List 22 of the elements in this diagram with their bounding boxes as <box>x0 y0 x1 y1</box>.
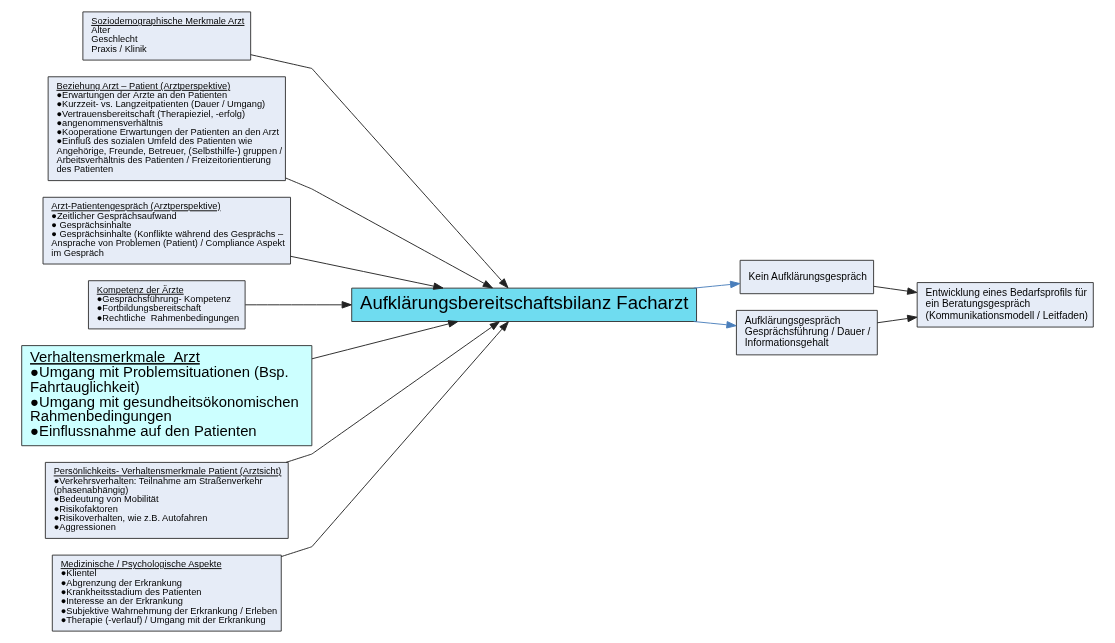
node-box: Aufklärungsbereitschaftsbilanz Facharzt <box>351 287 697 322</box>
node-box: Persönlichkeits- Verhaltensmerkmale Patient (Arztsicht) ●Verkehrsverhalten: Teilnahme am Straßenverkehr (phasenabhängig) ●Bedeutung von Mobilität ●Risikofaktoren ●Risikoverhalten, wie z.B. Autofahren ●Aggressionen <box>44 461 289 539</box>
arrow <box>693 321 737 329</box>
arrow <box>873 285 918 295</box>
arrow <box>311 320 459 360</box>
arrow <box>290 255 444 290</box>
arrow <box>285 321 500 463</box>
node-box: Kein Aufklärungsgespräch <box>739 259 875 295</box>
node-box: Soziodemographische Merkmale Arzt Alter Geschlecht Praxis / Klinik <box>82 11 252 61</box>
arrow <box>693 280 741 289</box>
node-box: Entwicklung eines Bedarfsprofils für ein Beratungsgespräch (Kommunikationsmodell / Leitfaden) <box>916 282 1094 328</box>
arrow <box>876 314 918 324</box>
node-box: Aufklärungsgespräch Gesprächsführung / Dauer / Informationsgehalt <box>735 309 878 356</box>
node-box: Verhaltensmerkmale Arzt ●Umgang mit Problemsituationen (Bsp. Fahrtauglichkeit) ●Umgang mit gesundheitsökonomischen Rahmenbedingungen ●Einflussnahme auf den Patienten <box>21 345 313 447</box>
arrow <box>244 301 352 309</box>
node-box: Kompetenz der Ärzte ●Gesprächsführung- Kompetenz ●Fortbildungsbereitschaft ●Rechtliche Rahmenbedingungen <box>88 280 246 330</box>
arrow <box>280 321 509 558</box>
node-box: Beziehung Arzt – Patient (Arztperspektive) ●Erwartungen der Ärzte an den Patienten ●Kurzzeit- vs. Langzeitpatienten (Dauer / Umgang) ●Vertrauensbereitschaft (Therapieziel, -erfolg) ●angenommensverhältnis ●Kooperatione Erwartungen der Patienten an den Arzt ●Einfluß des sozialen Umfeld des Patienten wie Angehörige, Freunde, Betreuer, (Selbsthilfe-) gruppen / Arbeitsverhältnis des Patienten / Freizeitorientierung des Patienten <box>47 76 286 182</box>
arrow <box>250 54 509 289</box>
arrow <box>285 177 493 289</box>
node-box: Arzt-Patientengespräch (Arztperspektive) ●Zeitlicher Gesprächsaufwand ● Gesprächsinhalte ● Gesprächsinhalte (Konflikte während des Gesprächs – Ansprache von Problemen (Patient) / Compliance Aspekt im Gespräch <box>42 196 291 265</box>
node-box: Medizinische / Psychologische Aspekte ●Klientel ●Abgrenzung der Erkrankung ●Krankheitsstadium des Patienten ●Interesse an der Erkrankung ●Subjektive Wahrnehmung der Erkrankung / Erleben ●Therapie (-verlauf) / Umgang mit der Erkrankung <box>51 554 282 632</box>
